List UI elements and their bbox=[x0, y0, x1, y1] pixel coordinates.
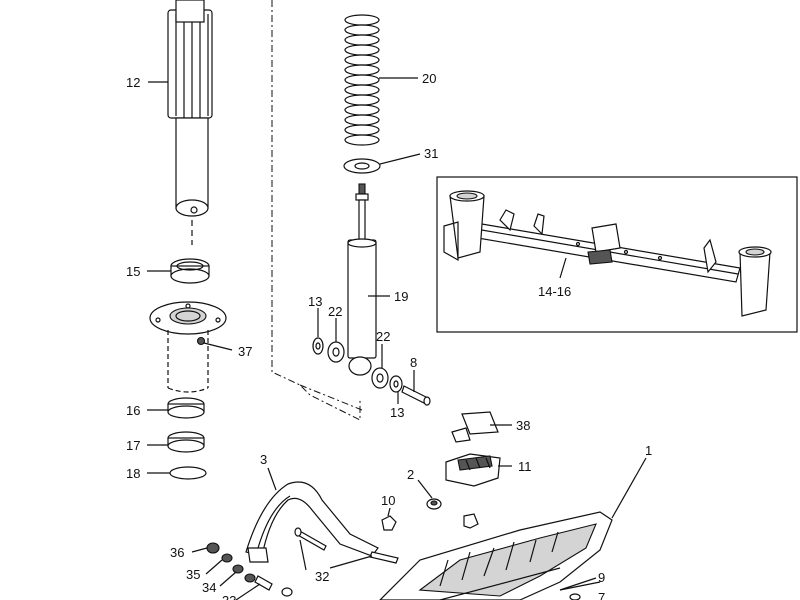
part-3-leaf-spring bbox=[245, 481, 379, 563]
callout-20: 20 bbox=[422, 71, 436, 86]
callout-36: 36 bbox=[170, 545, 184, 560]
callout-13-lower: 13 bbox=[390, 405, 404, 420]
part-32-bolt bbox=[294, 527, 399, 564]
callout-11: 11 bbox=[518, 459, 532, 474]
part-33-bolt bbox=[254, 575, 293, 597]
part-2-nut bbox=[426, 498, 442, 510]
part-17-ring bbox=[167, 431, 205, 453]
assembly-dashed-line-b bbox=[299, 384, 363, 411]
part-7-bolt bbox=[569, 593, 581, 600]
callout-31: 31 bbox=[424, 146, 438, 161]
part-22-spacer-left bbox=[327, 341, 345, 363]
part-18-circlip bbox=[169, 466, 207, 480]
callout-19: 19 bbox=[394, 289, 408, 304]
callout-16: 16 bbox=[126, 403, 140, 418]
callout-33: 33 bbox=[222, 593, 236, 600]
part-16-ring bbox=[167, 397, 205, 419]
callout-38: 38 bbox=[516, 418, 530, 433]
callout-8: 8 bbox=[410, 355, 417, 370]
callout-37: 37 bbox=[238, 344, 252, 359]
part-34-washer bbox=[232, 564, 256, 583]
flange-housing bbox=[149, 301, 227, 393]
part-35-washer bbox=[221, 553, 233, 563]
callout-13-upper: 13 bbox=[308, 294, 322, 309]
callout-3: 3 bbox=[260, 452, 267, 467]
callout-32: 32 bbox=[315, 569, 329, 584]
part-13-bushing-left bbox=[312, 337, 324, 355]
callout-22-lower: 22 bbox=[376, 329, 390, 344]
callout-1: 1 bbox=[645, 443, 652, 458]
callout-22-upper: 22 bbox=[328, 304, 342, 319]
part-19-shock-absorber bbox=[347, 183, 377, 376]
part-10-nut bbox=[381, 513, 479, 531]
part-15-ring bbox=[170, 258, 210, 284]
callout-7: 7 bbox=[598, 590, 605, 600]
callout-15: 15 bbox=[126, 264, 140, 279]
part-37-grease-fitting bbox=[196, 336, 206, 346]
part-8-pin bbox=[401, 385, 431, 406]
callout-35: 35 bbox=[186, 567, 200, 582]
part-38-plate bbox=[451, 411, 499, 443]
callout-17: 17 bbox=[126, 438, 140, 453]
part-13-bushing-right bbox=[389, 375, 403, 393]
callout-14-16: 14-16 bbox=[538, 284, 571, 299]
callout-9: 9 bbox=[598, 570, 605, 585]
part-31-washer bbox=[343, 158, 381, 174]
callout-2: 2 bbox=[407, 467, 414, 482]
part-11-block bbox=[445, 453, 501, 487]
inset-box-frame bbox=[436, 176, 798, 333]
callout-12: 12 bbox=[126, 75, 140, 90]
leader-lines bbox=[147, 77, 647, 600]
part-9-runner bbox=[559, 581, 601, 591]
part-12-splined-shaft bbox=[167, 0, 213, 245]
part-20-spring bbox=[344, 14, 380, 146]
assembly-dashed-line bbox=[271, 0, 361, 421]
part-36-nut bbox=[206, 542, 220, 554]
callout-34: 34 bbox=[202, 580, 216, 595]
callout-18: 18 bbox=[126, 466, 140, 481]
part-22-spacer-right bbox=[371, 367, 389, 389]
part-1-ski bbox=[379, 511, 613, 600]
callout-10: 10 bbox=[381, 493, 395, 508]
